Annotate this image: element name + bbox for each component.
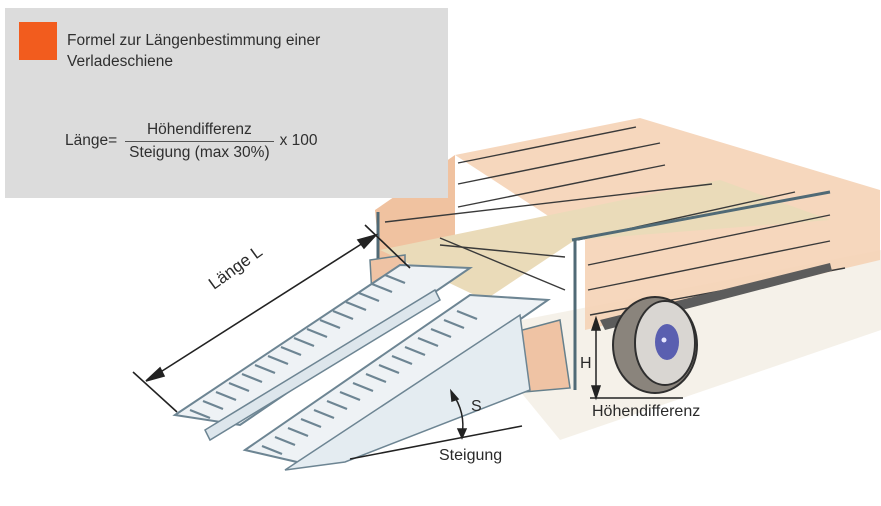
length-formula: Länge= Höhendifferenz Steigung (max 30%)…	[65, 116, 318, 166]
height-symbol-label: H	[580, 355, 592, 372]
trailer-floor	[380, 180, 830, 300]
hub-icon	[655, 324, 679, 360]
panel-title: Formel zur Längenbestimmung einer Verlad…	[67, 32, 321, 70]
arrow-head-icon	[590, 315, 602, 331]
formula-denominator: Steigung (max 30%)	[129, 143, 270, 161]
wheel	[612, 296, 698, 394]
ramp-right	[242, 293, 551, 471]
length-dimension	[132, 224, 411, 413]
slope-annotation	[349, 388, 523, 460]
formula-fraction: Höhendifferenz Steigung (max 30%)	[125, 120, 274, 162]
formula-numerator: Höhendifferenz	[146, 120, 252, 138]
ramp-left	[172, 263, 474, 442]
arrow-head-icon	[450, 388, 460, 403]
formula-panel: Formel zur Längenbestimmung einer Verlad…	[5, 8, 448, 198]
slope-label: Steigung	[439, 447, 503, 464]
fraction-bar	[125, 140, 274, 142]
slope-symbol-label: S	[471, 398, 482, 415]
arrow-head-icon	[590, 385, 602, 401]
formula-lhs: Länge=	[65, 132, 118, 149]
side-boards	[384, 126, 846, 316]
arrow-head-icon	[356, 233, 379, 250]
arrow-head-icon	[145, 366, 166, 382]
height-annotation	[590, 315, 683, 401]
arrow-head-icon	[456, 428, 468, 440]
height-difference-label: Höhendifferenz	[592, 403, 701, 420]
formula-multiplier: x 100	[279, 132, 318, 149]
orange-marker	[19, 22, 57, 60]
